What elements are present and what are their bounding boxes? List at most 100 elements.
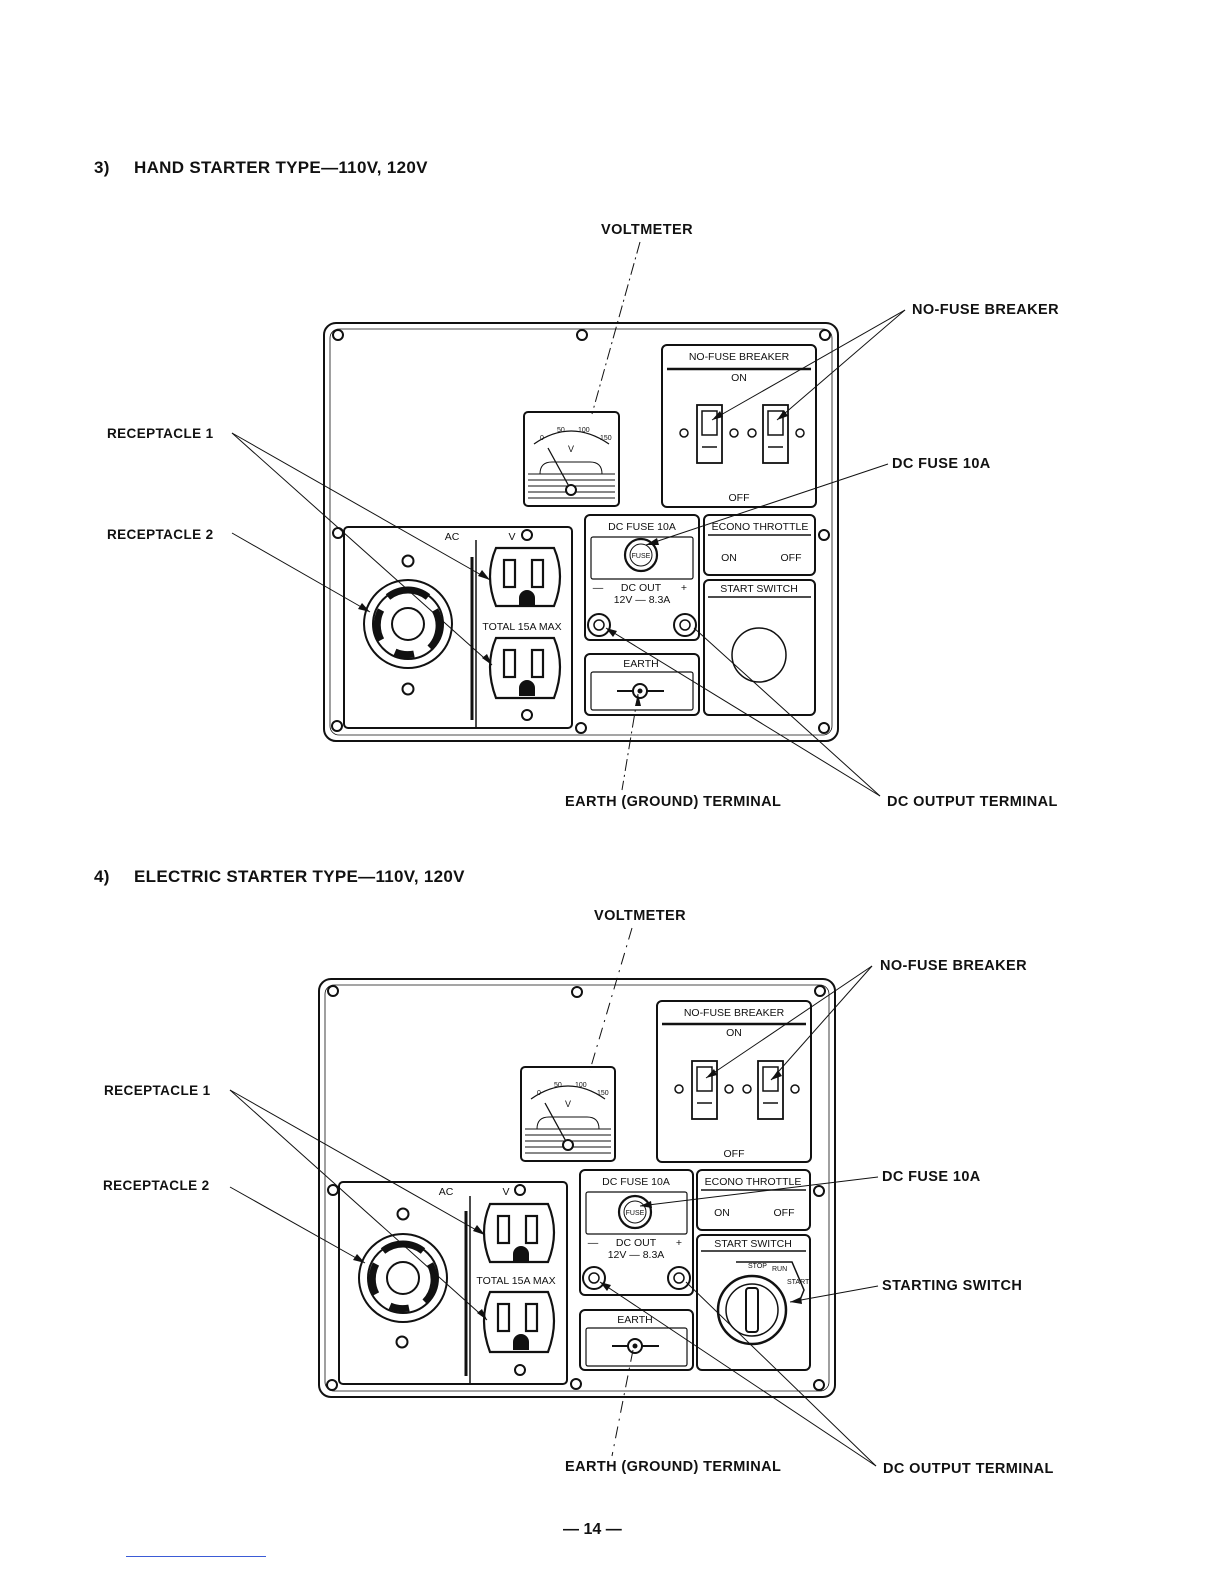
total-text: TOTAL 15A MAX [476, 1275, 555, 1287]
twist-lock-receptacle[interactable] [358, 1233, 448, 1323]
section-4-number: 4) [94, 867, 110, 886]
meter-pivot [565, 484, 577, 496]
dc-out-plus-text: + [676, 1237, 682, 1249]
meter-scale-0: 0 [537, 1090, 541, 1097]
meter-scale-150: 150 [597, 1090, 609, 1097]
ac-text: AC [445, 531, 460, 543]
econo-title-text: ECONO THROTTLE [712, 521, 809, 533]
dc-fuse-text: DC FUSE 10A [608, 521, 676, 533]
screw [819, 329, 831, 341]
leader-receptacle-1b [231, 432, 493, 666]
breaker-switch-right[interactable] [762, 404, 789, 464]
callout-dc-fuse-4: DC FUSE 10A [882, 1169, 981, 1185]
callout-dc-output-terminal-3: DC OUTPUT TERMINAL [887, 794, 1058, 810]
leader-breaker-left [711, 309, 906, 421]
breaker-switch-right[interactable] [757, 1060, 784, 1120]
screw [818, 722, 830, 734]
start-switch-blank [731, 627, 787, 683]
duplex-outlet-lower[interactable] [488, 636, 562, 700]
econo-off-text: OFF [774, 1207, 795, 1219]
meter-pivot [562, 1139, 574, 1151]
arrowhead [606, 628, 617, 637]
screw [814, 985, 826, 997]
screw [514, 1184, 526, 1196]
start-switch-text: START SWITCH [720, 583, 798, 595]
dc-output-terminal-minus[interactable] [582, 1266, 606, 1290]
econo-title-text: ECONO THROTTLE [705, 1176, 802, 1188]
callout-dc-fuse-3: DC FUSE 10A [892, 456, 991, 472]
arrowhead [646, 538, 659, 545]
meter-needle [544, 1102, 569, 1146]
page-number: — 14 — [563, 1521, 622, 1538]
no-fuse-breaker-box [661, 344, 817, 508]
dc-out-rating-text: 12V — 8.3A [614, 594, 671, 606]
arrowhead [478, 570, 490, 580]
arrowhead [600, 1282, 611, 1291]
screw [813, 1185, 825, 1197]
duplex-outlet-upper[interactable] [482, 1202, 556, 1264]
screw [521, 529, 533, 541]
meter-unit: V [565, 1099, 571, 1109]
screw [521, 709, 533, 721]
arrowhead [482, 654, 492, 665]
start-switch-box [703, 579, 816, 716]
voltmeter [523, 411, 620, 507]
callout-no-fuse-breaker-4: NO-FUSE BREAKER [880, 958, 1027, 974]
leader-earth [611, 1349, 634, 1457]
section-4-heading: 4)ELECTRIC STARTER TYPE—110V, 120V [94, 867, 465, 887]
screw [332, 329, 344, 341]
screw [813, 1379, 825, 1391]
arrowhead [771, 1070, 782, 1080]
breaker-switch-left[interactable] [691, 1060, 718, 1120]
arrowhead [712, 411, 723, 420]
earth-text: EARTH [617, 1314, 652, 1326]
arrowhead [358, 603, 370, 612]
ac-text: AC [439, 1186, 454, 1198]
meter-scale-0: 0 [540, 435, 544, 442]
dc-output-terminal-plus[interactable] [673, 613, 697, 637]
leader-breaker-right [770, 965, 873, 1081]
leader-dc-output-a [605, 627, 881, 797]
voltmeter [520, 1066, 616, 1162]
arrowhead [353, 1254, 365, 1263]
leader-voltmeter [589, 927, 633, 1071]
leader-starting-switch [789, 1285, 879, 1303]
control-panel [323, 322, 839, 742]
panel-inner-edge [329, 328, 833, 736]
callout-receptacle-1-4: RECEPTACLE 1 [104, 1083, 211, 1098]
breaker-switch-left[interactable] [696, 404, 723, 464]
control-panel [318, 978, 836, 1398]
econo-throttle-box [696, 1169, 811, 1231]
callout-voltmeter-4: VOLTMETER [594, 908, 686, 924]
leader-receptacle-1a [231, 432, 491, 581]
fuse-cap-text: FUSE [626, 1210, 645, 1217]
dc-fuse-text: DC FUSE 10A [602, 1176, 670, 1188]
breaker-on-text: ON [726, 1027, 742, 1039]
callout-dc-output-terminal-4: DC OUTPUT TERMINAL [883, 1461, 1054, 1477]
dc-fuse-holder[interactable] [623, 537, 659, 573]
breaker-title-text: NO-FUSE BREAKER [689, 351, 790, 363]
screw [331, 720, 343, 732]
screw [514, 1364, 526, 1376]
meter-scale-50: 50 [557, 427, 565, 434]
leader-receptacle-2 [231, 532, 371, 613]
section-3-heading: 3)HAND STARTER TYPE—110V, 120V [94, 158, 428, 178]
leader-breaker-left [705, 965, 873, 1079]
dc-out-rating-text: 12V — 8.3A [608, 1249, 665, 1261]
dc-fuse-holder[interactable] [617, 1194, 653, 1230]
v-text: V [502, 1186, 509, 1198]
dc-output-terminal-minus[interactable] [587, 613, 611, 637]
breaker-off-text: OFF [724, 1148, 745, 1160]
duplex-outlet-upper[interactable] [488, 546, 562, 608]
leader-dc-fuse [645, 463, 889, 546]
meter-scale-arc [533, 430, 610, 445]
starting-key-switch[interactable] [716, 1261, 805, 1346]
callout-receptacle-2-3: RECEPTACLE 2 [107, 527, 214, 542]
duplex-outlet-lower[interactable] [482, 1290, 556, 1354]
leader-dc-output-b [685, 1281, 877, 1467]
screw [570, 1378, 582, 1390]
econo-off-text: OFF [781, 552, 802, 564]
meter-unit: V [568, 444, 574, 454]
dc-output-terminal-plus[interactable] [667, 1266, 691, 1290]
